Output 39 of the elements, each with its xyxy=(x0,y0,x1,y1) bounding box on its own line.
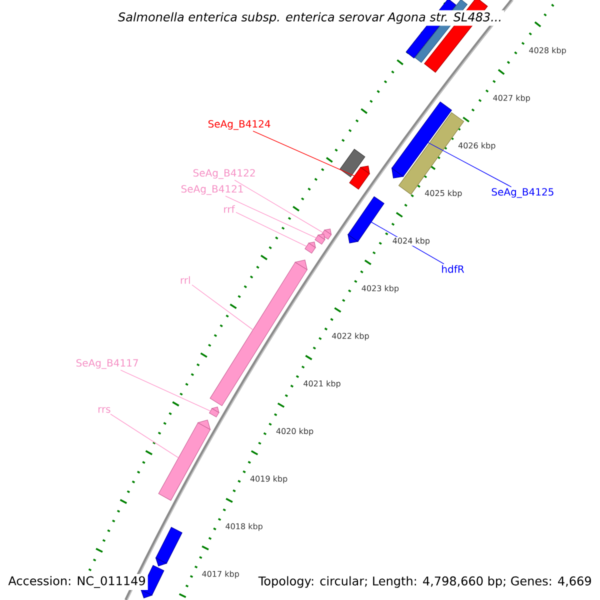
scale-label: 4025 kbp xyxy=(424,189,463,198)
leader-line xyxy=(252,130,355,176)
leader-line xyxy=(236,212,307,247)
scale-label: 4019 kbp xyxy=(249,475,288,484)
scale-label: 4023 kbp xyxy=(360,284,400,294)
gene-label: SeAg_B4117 xyxy=(76,359,138,369)
scale-label: 4022 kbp xyxy=(331,332,370,341)
gene-label: rrf xyxy=(224,205,235,213)
accession-text: Accession: NC_011149 xyxy=(6,574,148,590)
gene-block xyxy=(314,234,326,245)
gene-block xyxy=(158,420,211,501)
gene-block xyxy=(348,196,384,244)
scale-label: 4018 kbp xyxy=(224,522,264,532)
gene-label: rrl xyxy=(180,276,190,284)
scale-label: 4017 kbp xyxy=(201,570,240,579)
gene-block xyxy=(208,406,220,418)
scale-label: 4028 kbp xyxy=(528,46,567,56)
leader-line xyxy=(428,142,512,188)
leader-line xyxy=(225,196,317,238)
leader-line xyxy=(120,370,211,412)
gene-block xyxy=(304,242,316,254)
genome-info-text: Topology: circular; Length: 4,798,660 bp; Genes: 4,669 xyxy=(256,574,594,590)
gene-label: rrs xyxy=(98,407,110,413)
gene-label: hdfR xyxy=(442,265,464,273)
gene-label: SeAg_B4124 xyxy=(208,120,270,130)
gene-block xyxy=(340,148,366,178)
gene-label: SeAg_B4121 xyxy=(181,185,243,195)
scale-label: 4024 kbp xyxy=(392,237,431,246)
title: Salmonella enterica subsp. enterica serovar Agona str. SL483... xyxy=(116,10,504,26)
scale-label: 4021 kbp xyxy=(302,380,342,389)
leader-line xyxy=(110,414,179,458)
gene-label: SeAg_B4125 xyxy=(492,188,554,198)
scale-label: 4026 kbp xyxy=(458,142,496,151)
scale-label: 4020 kbp xyxy=(275,427,314,436)
gene-block xyxy=(349,166,370,190)
leader-line xyxy=(192,284,254,330)
scale-label: 4027 kbp xyxy=(492,94,531,103)
gene-label: SeAg_B4122 xyxy=(193,169,255,179)
leader-line xyxy=(234,180,324,233)
